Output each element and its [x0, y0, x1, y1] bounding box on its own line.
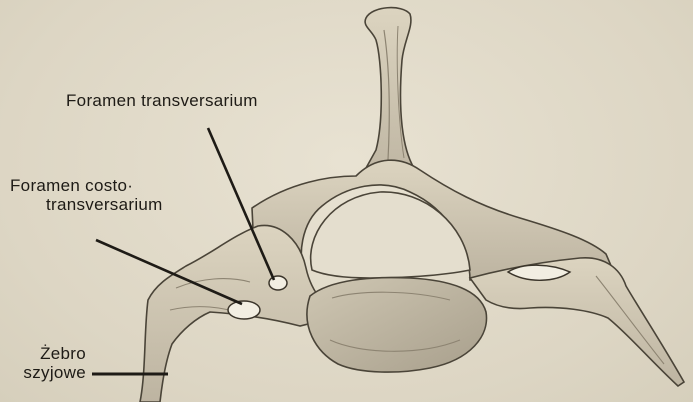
foramen-transversarium-hole [269, 276, 287, 290]
foramen-costotransversarium-hole [228, 301, 260, 319]
label-zebro-szyjowe: Żebro szyjowe [0, 344, 86, 382]
spinous-process [356, 8, 428, 186]
label-fct-line2: transversarium [10, 195, 163, 214]
label-fct-line1: Foramen costo· [10, 176, 163, 195]
label-foramen-transversarium: Foramen transversarium [66, 91, 258, 110]
label-zebro-line1: Żebro [0, 344, 86, 363]
right-transverse-process [470, 258, 684, 386]
label-zebro-line2: szyjowe [0, 363, 86, 382]
vertebral-body [307, 278, 487, 373]
label-foramen-costotransversarium: Foramen costo· transversarium [10, 176, 163, 214]
